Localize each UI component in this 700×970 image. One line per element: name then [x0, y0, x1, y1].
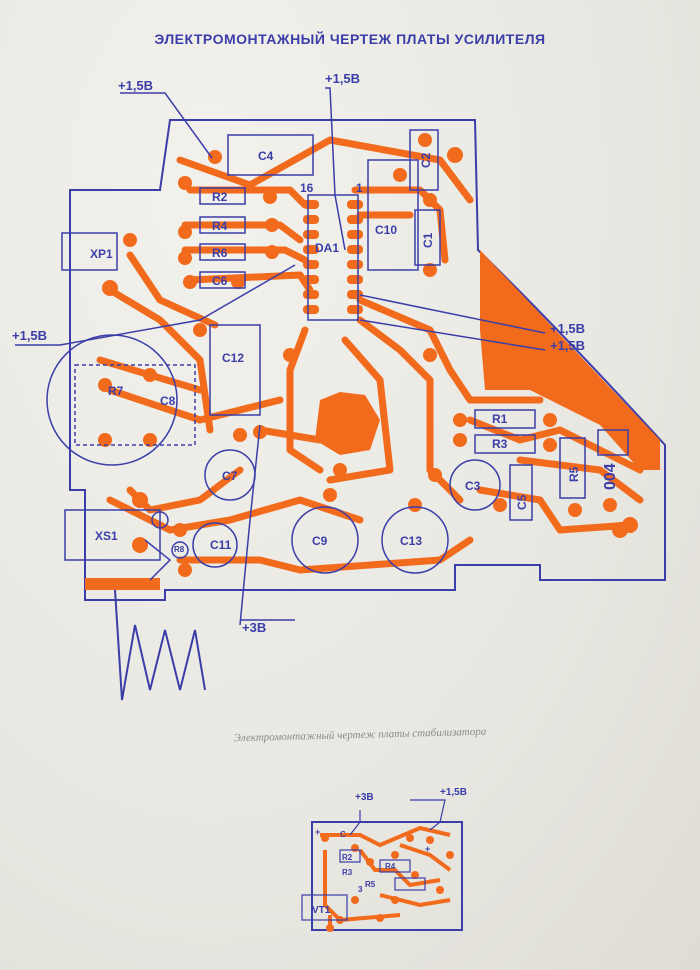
label-c11: C11 — [210, 538, 232, 552]
label-c10: C10 — [375, 223, 397, 237]
label-pin16: 16 — [300, 181, 314, 195]
label-c13: C13 — [400, 534, 422, 548]
label-c7: C7 — [222, 469, 238, 483]
label-code: 004 — [602, 463, 619, 490]
stab-pads — [321, 834, 454, 932]
stab-outline — [311, 821, 463, 931]
supply-label-top-left: +1,5В — [118, 78, 153, 93]
label-pin1: 1 — [356, 181, 363, 195]
stab-label-vt1: VT1 — [312, 905, 331, 916]
stab-label-s: 3 — [358, 885, 363, 894]
label-c6: C6 — [212, 274, 228, 288]
stab-outlines — [301, 799, 446, 921]
label-r2: R2 — [212, 190, 228, 204]
drawing-title: ЭЛЕКТРОМОНТАЖНЫЙ ЧЕРТЕЖ ПЛАТЫ УСИЛИТЕЛЯ — [154, 31, 546, 47]
label-c12: C12 — [222, 351, 244, 365]
label-r6: R6 — [212, 246, 228, 260]
label-r7: R7 — [108, 384, 124, 398]
label-xp1: XP1 — [90, 247, 113, 261]
supply-label-right-2: +1,5В — [550, 338, 585, 353]
stab-label-r2: R2 — [342, 853, 353, 862]
supply-label-left: +1,5В — [12, 328, 47, 343]
label-c8: C8 — [160, 394, 176, 408]
jack-wire — [144, 539, 172, 581]
label-c5: C5 — [515, 494, 529, 510]
copper-traces — [96, 136, 644, 574]
label-c2: C2 — [419, 152, 433, 168]
solder-pads — [98, 133, 638, 577]
stab-label-r5: R5 — [365, 880, 376, 889]
stab-label-3v: +3В — [355, 792, 374, 803]
label-c3: C3 — [465, 479, 481, 493]
stab-label-plus-2: + — [425, 844, 430, 854]
label-r1: R1 — [492, 412, 508, 426]
leader-lines — [15, 87, 546, 626]
label-c4: C4 — [258, 149, 274, 163]
label-da1: DA1 — [315, 241, 339, 255]
spring-wire — [114, 589, 206, 701]
label-r4: R4 — [212, 219, 228, 233]
stab-label-15v: +1,5В — [440, 787, 467, 798]
label-c9: C9 — [312, 534, 328, 548]
center-copper — [315, 392, 380, 455]
stab-label-plus-1: + — [315, 827, 320, 837]
label-r3: R3 — [492, 437, 508, 451]
supply-label-bottom: +3В — [242, 620, 266, 635]
da1-body — [307, 194, 359, 321]
supply-label-top-center: +1,5В — [325, 71, 360, 86]
stab-label-r4: R4 — [385, 862, 396, 871]
stab-label-r3: R3 — [342, 868, 353, 877]
label-r8: R8 — [174, 545, 185, 554]
label-r5: R5 — [567, 466, 581, 482]
jack-bar — [85, 578, 160, 590]
da1-pins — [303, 200, 363, 314]
label-xs1: XS1 — [95, 529, 118, 543]
label-c1: C1 — [421, 232, 435, 248]
ground-plane — [480, 250, 660, 470]
supply-label-right-1: +1,5В — [550, 321, 585, 336]
stab-label-c: C — [340, 830, 346, 839]
